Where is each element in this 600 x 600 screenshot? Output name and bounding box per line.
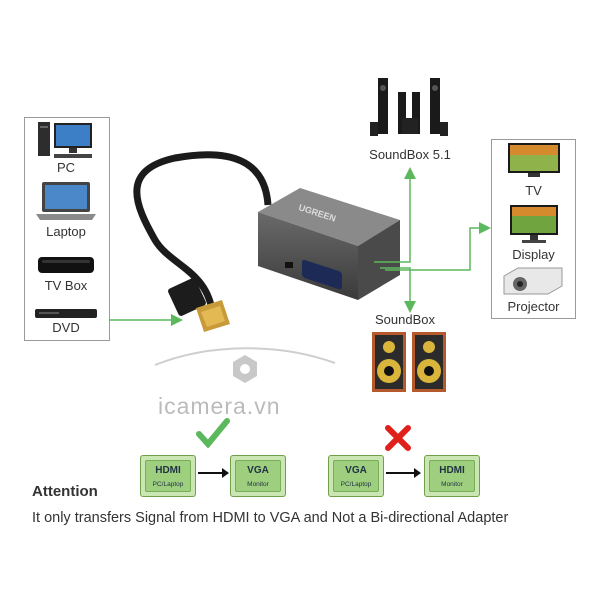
port-hdmi-target: HDMI Monitor	[424, 455, 480, 497]
soundbox-speakers-icon	[372, 332, 446, 392]
soundbox51-arrow	[374, 167, 416, 263]
output-label-tv: TV	[525, 183, 542, 198]
laptop-icon	[36, 182, 96, 220]
pc-icon	[38, 122, 92, 158]
arrow-right-icon	[386, 468, 421, 478]
tv-icon	[508, 143, 560, 177]
source-label-laptop: Laptop	[46, 224, 86, 239]
source-label-tv-box: TV Box	[44, 278, 88, 293]
hdmi-cable	[133, 151, 272, 311]
tv-box-icon	[38, 257, 94, 273]
source-label-dvd: DVD	[52, 320, 80, 335]
port-vga-source: VGA PC/Laptop	[328, 455, 384, 497]
watermark-logo	[154, 347, 336, 383]
port-hdmi-source: HDMI PC/Laptop	[140, 455, 196, 497]
port-vga-target: VGA Monitor	[230, 455, 286, 497]
source-label-pc: PC	[56, 160, 76, 175]
display-monitor-icon	[510, 205, 558, 243]
attention-title: Attention	[32, 483, 98, 500]
check-icon	[196, 418, 230, 448]
soundbox-5-1-icon	[370, 78, 448, 136]
watermark-text: icamera.vn	[158, 393, 281, 419]
dvd-player-icon	[35, 309, 97, 318]
cross-icon	[385, 425, 411, 451]
soundbox-label: SoundBox	[375, 312, 435, 327]
arrow-right-icon	[198, 468, 229, 478]
display-arrow	[385, 222, 491, 271]
hdmi-vga-adapter	[258, 188, 400, 300]
soundbox-arrow	[380, 267, 416, 313]
projector-icon	[503, 267, 563, 295]
output-label-projector: Projector	[507, 299, 560, 314]
output-label-display: Display	[512, 247, 555, 262]
soundbox-5-1-label: SoundBox 5.1	[369, 147, 451, 162]
hdmi-plug	[168, 278, 230, 332]
attention-text: It only transfers Signal from HDMI to VG…	[32, 510, 509, 526]
